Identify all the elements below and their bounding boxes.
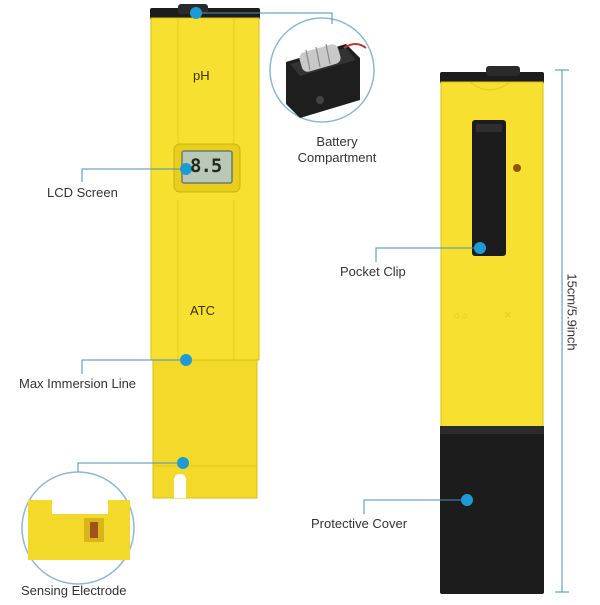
electrode-section [152,359,258,499]
clip-hole [513,164,521,172]
line-battery [196,12,333,24]
pocket-clip-ridge [476,124,502,132]
line-cover [363,499,467,514]
line-clip [375,247,480,262]
lcd-screen-label: LCD Screen [47,185,118,200]
protective-cover-rim [440,426,544,434]
lcd-reading: 8.5 [190,155,222,177]
battery-compartment-label: Battery Compartment [297,134,377,165]
line-immersion [81,359,186,374]
emboss-right: ✕ [504,310,512,320]
cell-divider-1 [305,49,311,71]
cell-divider-2 [315,46,321,68]
dimension-label: 15cm/5.9inch [564,273,580,351]
battery-screw [316,96,324,104]
cell-divider-3 [325,43,331,65]
dot-clip [474,242,486,254]
sensing-tip [90,522,98,538]
dot-cover [461,494,473,506]
callout-dots [177,7,486,506]
panel-groove-bottom [177,200,235,360]
battery-inset [269,17,375,123]
line-sensing [77,462,183,472]
dot-immersion [180,354,192,366]
electrode-slot [174,474,186,498]
dot-lcd [180,163,192,175]
ph-label: pH [193,68,210,83]
pocket-clip-label: Pocket Clip [340,264,406,279]
callout-lines [77,12,480,514]
emboss-left: ⌂ ⌂ [454,310,467,320]
atc-label: ATC [190,303,216,318]
sensing-body [28,500,130,560]
right-meter: ⌂ ⌂ ✕ [440,66,544,594]
red-wire [343,43,367,49]
sensing-notch [52,500,108,514]
sensing-inset [21,471,135,585]
dot-sensing [177,457,189,469]
line-lcd [81,168,186,182]
dimension-line [555,69,569,593]
left-meter [150,4,260,499]
max-immersion-label: Max Immersion Line [19,376,137,391]
protective-cover-label: Protective Cover [311,516,408,531]
battery-cells [299,44,341,72]
sensing-electrode-label: Sensing Electrode [21,583,127,598]
right-top-cap-button [486,66,520,76]
pocket-clip [472,120,506,256]
dot-battery [190,7,202,19]
protective-cover [440,426,544,594]
right-top-groove [469,81,511,91]
